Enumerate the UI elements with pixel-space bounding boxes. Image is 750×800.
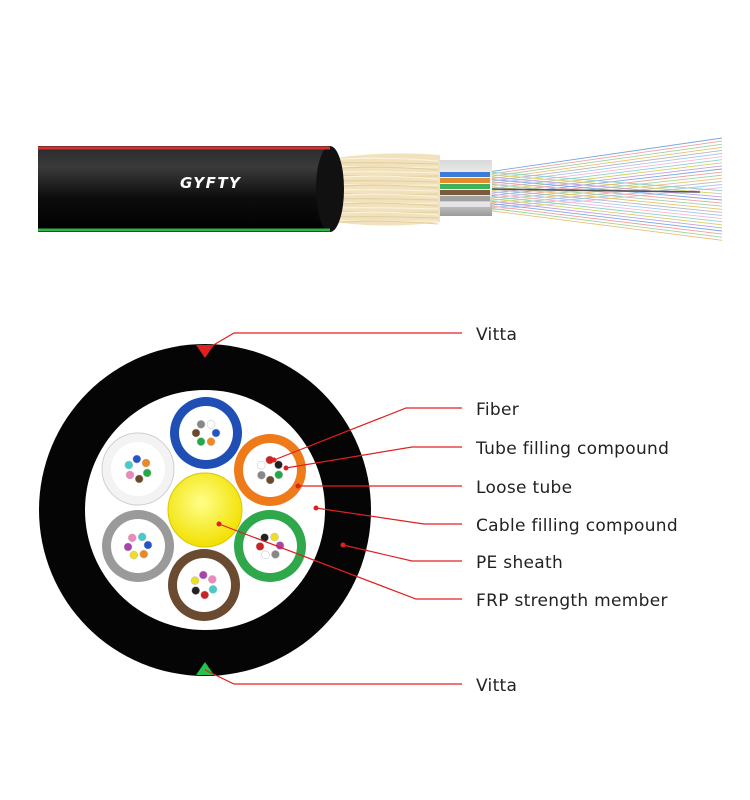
leader-vitta-bottom (204, 669, 462, 685)
fiber (199, 570, 208, 580)
fiber (206, 437, 216, 446)
label-vitta-bottom: Vitta (476, 676, 517, 696)
loose-tube (102, 510, 174, 582)
fiber (274, 460, 283, 470)
fiber (143, 540, 153, 550)
vitta-top-marker (196, 345, 214, 358)
fiber (208, 585, 218, 594)
fiber (132, 454, 142, 464)
loose-tube (234, 510, 306, 582)
fiber-strands (487, 137, 723, 241)
leader-tube-filling (285, 446, 462, 469)
fiber (191, 428, 201, 438)
leader-cable-filling (315, 507, 462, 525)
fiber (200, 590, 209, 600)
cable-outer-sheath (38, 146, 344, 232)
label-loose-tube: Loose tube (476, 478, 572, 498)
fiber (257, 470, 266, 480)
fiber (271, 550, 280, 559)
loose-tube (234, 434, 306, 506)
fiber (134, 474, 144, 484)
fiber (129, 550, 139, 560)
fiber (124, 460, 134, 470)
loose-tubes (101, 397, 306, 621)
loose-tube (101, 432, 175, 506)
fiber (265, 475, 275, 485)
fiber (141, 458, 151, 468)
fiber (127, 533, 137, 543)
fiber (123, 542, 133, 552)
fiber (261, 550, 270, 560)
fiber (256, 460, 266, 470)
cable-cross-section (39, 344, 371, 676)
fiber (270, 532, 279, 542)
cable-side-view: GYFTY (38, 137, 723, 241)
fiber (196, 420, 206, 429)
frp-strength-member (167, 472, 243, 548)
loose-tube (170, 397, 242, 469)
fiber (191, 586, 200, 595)
fiber (196, 437, 206, 446)
loose-tube (168, 549, 240, 621)
fiber (206, 420, 216, 429)
fiber (274, 470, 284, 480)
core-loose-tubes (438, 172, 490, 207)
leader-pe-sheath (342, 544, 462, 562)
fiber (255, 542, 265, 551)
label-fiber: Fiber (476, 400, 519, 420)
fiber (190, 576, 200, 585)
label-tube-filling-compound: Tube filling compound (475, 439, 669, 459)
callout-dots (216, 457, 346, 548)
fiber (137, 532, 147, 542)
fiber (125, 470, 135, 480)
leader-vitta-top (204, 332, 462, 351)
leader-fiber (273, 407, 462, 461)
leader-frp (218, 523, 462, 600)
cable-print-text: GYFTY (180, 174, 242, 192)
label-pe-sheath: PE sheath (476, 553, 563, 573)
label-vitta-top: Vitta (476, 325, 517, 345)
callout-labels: Vitta Fiber Tube filling compound Loose … (475, 325, 678, 696)
fiber (208, 575, 217, 584)
label-frp-strength-member: FRP strength member (476, 591, 668, 611)
callout-leader-lines (204, 332, 462, 685)
label-cable-filling-compound: Cable filling compound (476, 516, 678, 536)
fiber (211, 428, 221, 438)
fiber (142, 468, 152, 478)
fiber (139, 549, 149, 559)
